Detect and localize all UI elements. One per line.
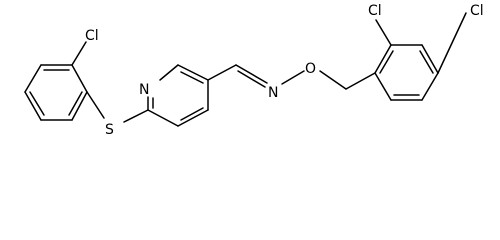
- chlorophenyl-ring: [24, 64, 88, 121]
- bond-ring-to-cl: [71, 41, 87, 66]
- chemical-structure-diagram: Cl S N N O Cl Cl: [24, 3, 484, 138]
- bond-o-to-ch2: [319, 70, 347, 90]
- oxygen-label: O: [305, 61, 316, 77]
- bond-ring-to-cl-para: [437, 12, 467, 74]
- dichlorophenyl-ring: [374, 44, 439, 101]
- bond-pyridine-to-ch: [207, 64, 237, 81]
- pyridine-nitrogen-label: N: [139, 82, 149, 98]
- chlorine-label-para: Cl: [470, 3, 484, 19]
- chlorine-label-left: Cl: [85, 28, 99, 44]
- bond-n-to-o: [281, 70, 305, 85]
- bond-s-to-pyridine: [123, 109, 149, 123]
- oxime-nitrogen-label: N: [268, 85, 278, 101]
- chlorine-label-ortho: Cl: [368, 3, 382, 19]
- pyridine-ring: [147, 64, 209, 127]
- sulfur-label: S: [105, 122, 114, 138]
- bond-ch2-to-ring: [345, 72, 376, 90]
- imine-double-bond: [235, 64, 268, 88]
- bond-ring-to-s: [86, 91, 105, 119]
- bond-ring-to-cl-ortho: [375, 19, 392, 46]
